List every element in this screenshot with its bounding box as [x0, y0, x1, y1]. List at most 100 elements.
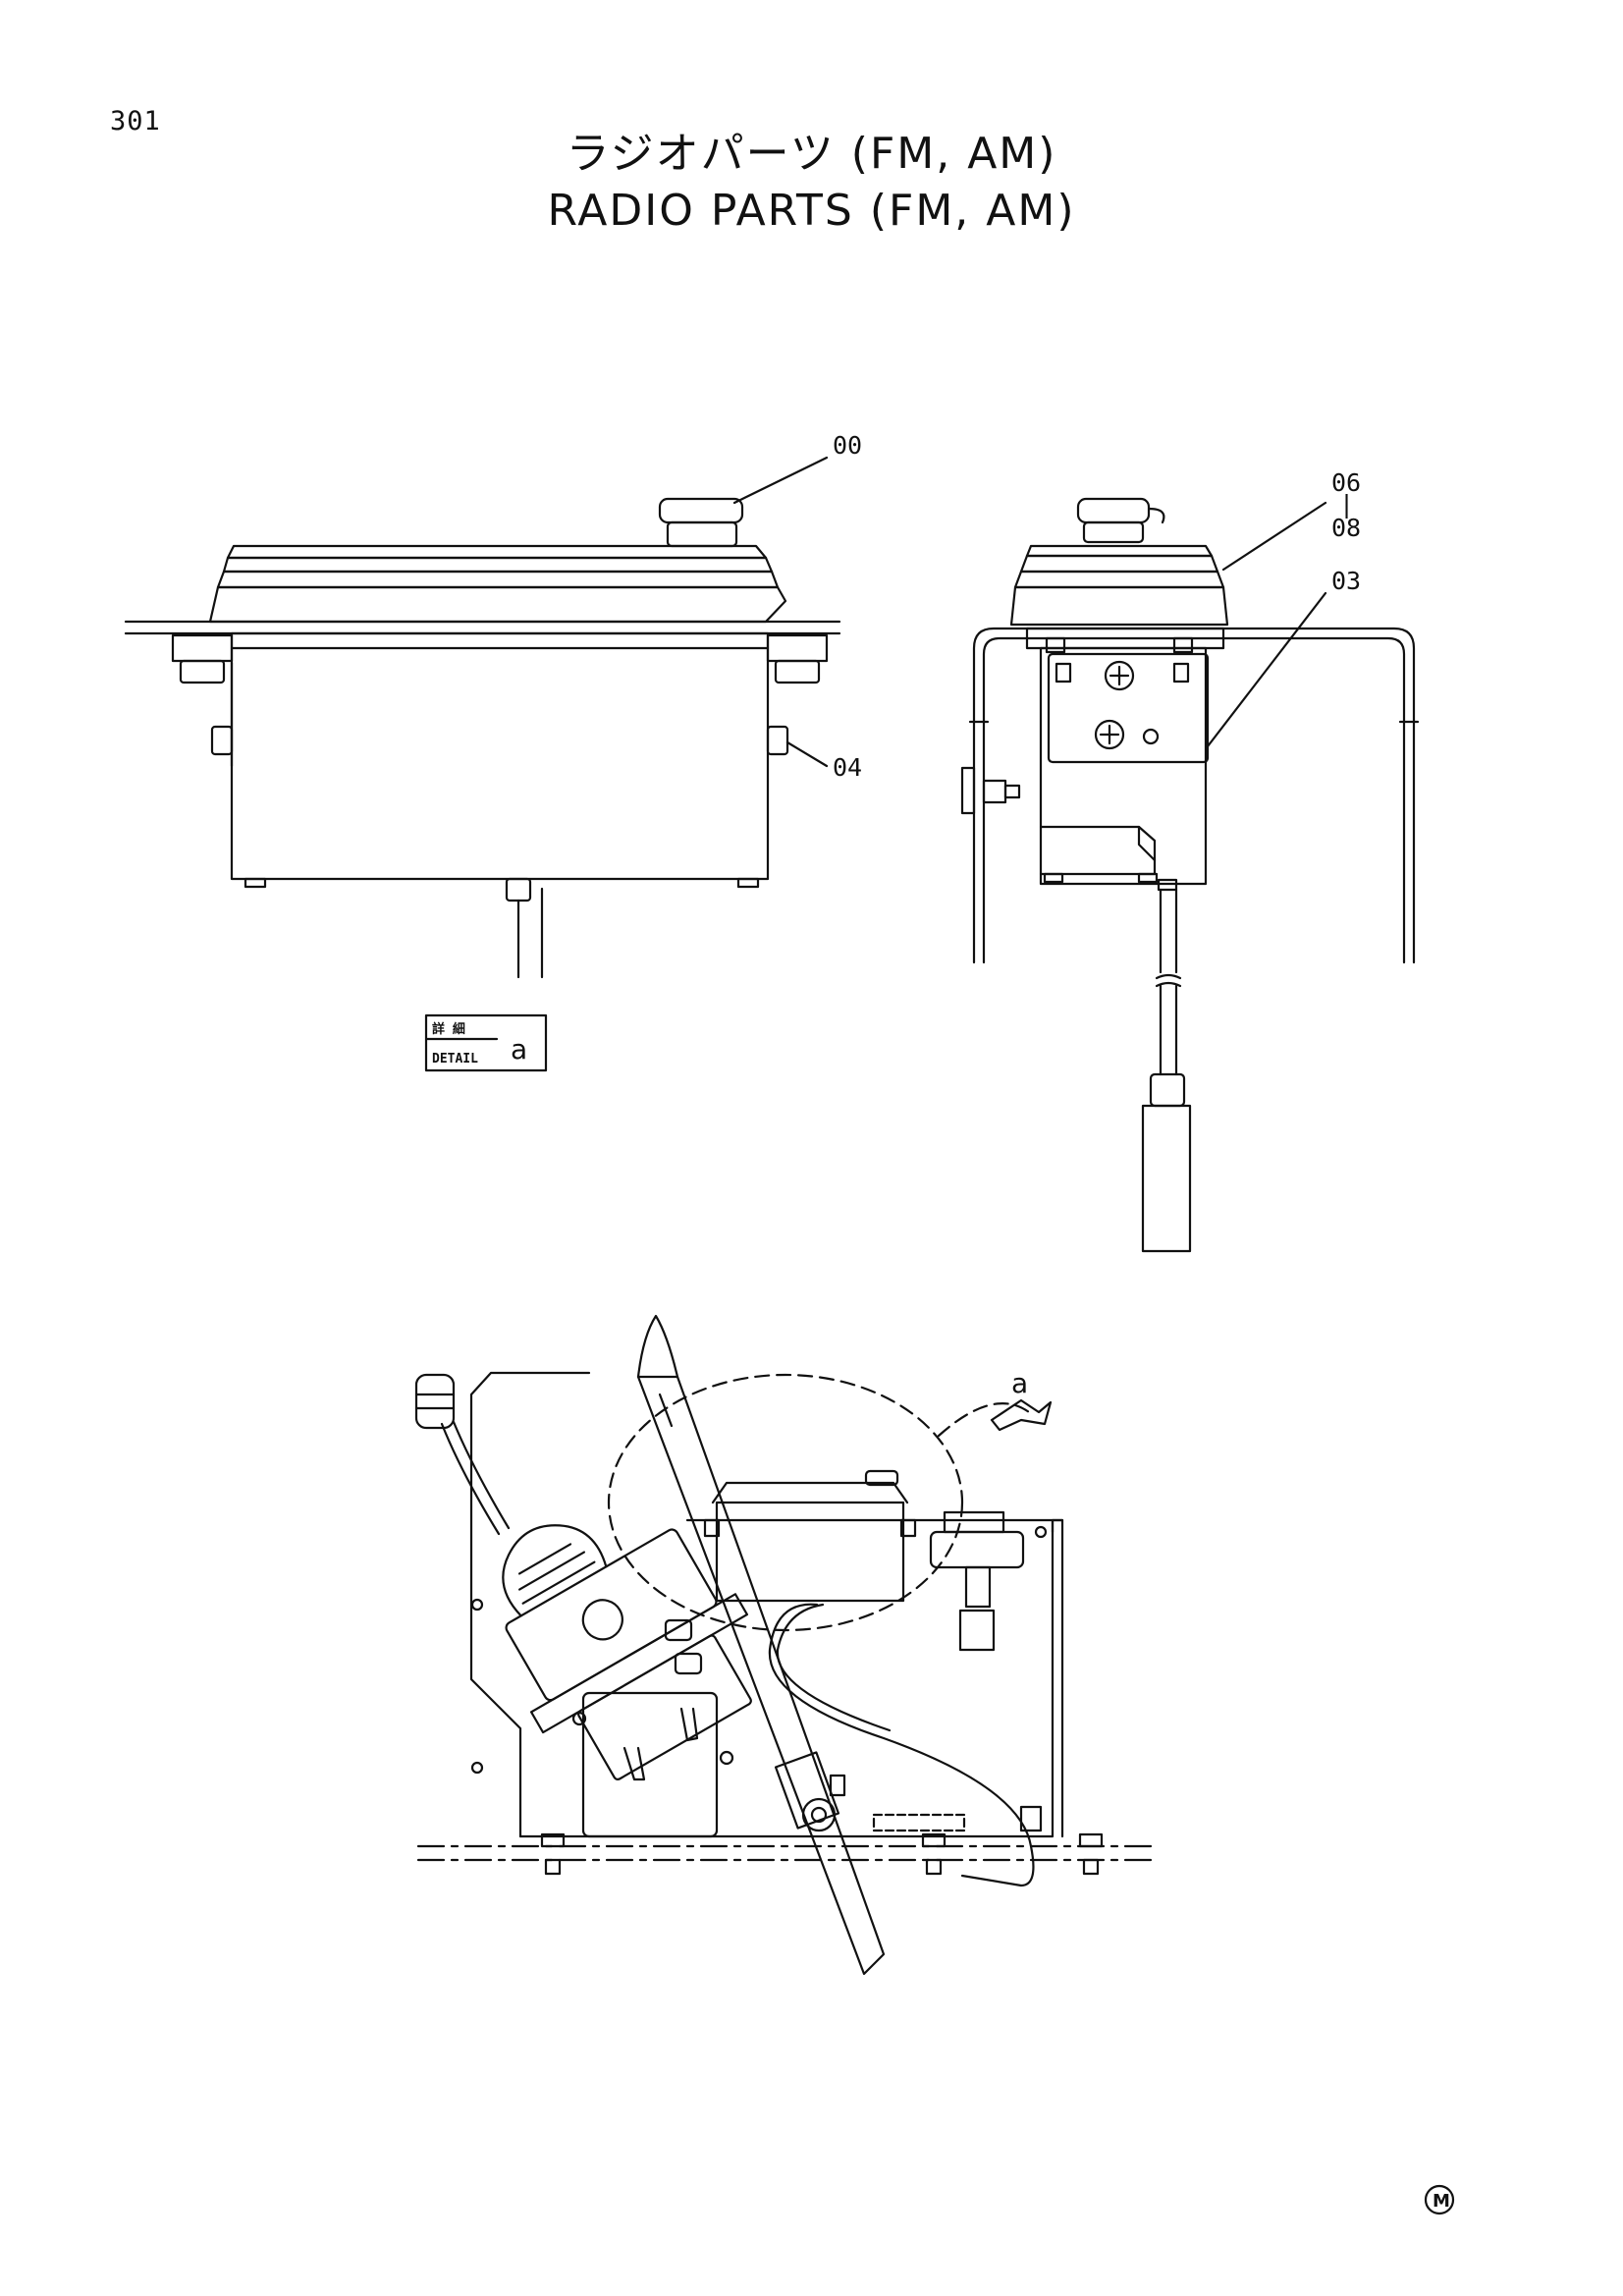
installed-radio-knob — [864, 1469, 899, 1487]
joystick-valve — [577, 1634, 752, 1781]
page-number: 301 — [110, 106, 161, 137]
side-nut — [982, 779, 1007, 804]
radio-side-view — [124, 456, 841, 979]
lever-clamp — [774, 1751, 840, 1830]
side-bolt-tip — [1003, 784, 1021, 799]
cable-break-1 — [1155, 973, 1182, 980]
title-english: RADIO PARTS (FM, AM) — [547, 186, 1076, 236]
front-clip-left — [1045, 636, 1066, 654]
joystick-boot — [502, 1524, 608, 1617]
fitting-1 — [664, 1618, 693, 1642]
front-clip-right — [1172, 636, 1194, 654]
front-step-fold — [1137, 825, 1157, 862]
radio-front-view — [960, 497, 1420, 1253]
screw-bottom-cross — [1099, 724, 1120, 745]
front-knob-cap — [1076, 497, 1151, 524]
floor-nut-2 — [925, 1858, 943, 1876]
front-cover-layer-1 — [1019, 554, 1219, 574]
joystick-port — [581, 1599, 623, 1641]
lever-pivot — [801, 1797, 837, 1832]
right-bolt — [766, 725, 789, 756]
radio-cable — [768, 1603, 1035, 1887]
detail-box-frame — [424, 1013, 548, 1072]
panel-hole-4 — [470, 1761, 484, 1775]
cover-layer-1 — [222, 556, 774, 574]
floor-bolt-3 — [1078, 1832, 1104, 1848]
cover-layer-2 — [216, 570, 780, 589]
console-top-edge — [685, 1518, 1064, 1534]
slot-left — [1055, 662, 1072, 683]
callout-06: 06 — [1331, 468, 1361, 497]
cable-gland — [505, 877, 532, 902]
panel-hole-5 — [1034, 1525, 1048, 1539]
leader-06 — [1221, 501, 1327, 572]
screw-top-cross — [1109, 665, 1130, 686]
floor-bolt-1 — [540, 1832, 566, 1848]
screw-hole — [1142, 728, 1160, 745]
side-washer — [960, 766, 976, 815]
callout-00: 00 — [833, 431, 862, 460]
leader-00 — [732, 456, 829, 505]
panel-hole-1 — [571, 1711, 587, 1726]
detail-leader-dashed — [937, 1402, 1031, 1438]
joystick-handle-shaft — [440, 1422, 501, 1536]
cable-connector-dashed — [872, 1813, 966, 1832]
corner-mark-letter: M — [1433, 2191, 1450, 2212]
callout-03: 03 — [1331, 567, 1361, 595]
front-body — [1039, 646, 1208, 886]
screw-bottom — [1094, 719, 1125, 750]
front-cable-gland — [1157, 878, 1178, 892]
floor-nut-3 — [1082, 1858, 1100, 1876]
fitting-4 — [679, 1707, 699, 1742]
console-outline-left — [469, 1371, 591, 1838]
front-plate — [1047, 652, 1210, 764]
joystick-housing — [505, 1528, 718, 1702]
installed-radio — [715, 1501, 905, 1603]
installation-view — [414, 1314, 1159, 1976]
control-lever — [636, 1375, 886, 1976]
joystick-handle-shaft-2 — [452, 1420, 511, 1530]
detail-marker-letter: a — [1011, 1367, 1028, 1399]
front-knob-clip — [1147, 507, 1165, 524]
lever-grip-top — [636, 1314, 679, 1379]
left-nut — [179, 659, 226, 684]
antenna-stem — [964, 1565, 992, 1609]
left-bracket — [171, 633, 234, 663]
floor-bolt-2 — [921, 1832, 947, 1848]
callout-range-dash: | — [1339, 490, 1354, 519]
callout-04: 04 — [833, 753, 862, 782]
detail-box-letter: a — [511, 1033, 527, 1066]
foot-2 — [736, 877, 760, 889]
installed-radio-bracket-r — [899, 1518, 917, 1538]
cover-top — [226, 544, 768, 560]
title-block: ラジオパーツ (FM, AM) RADIO PARTS (FM, AM) — [0, 126, 1623, 240]
leader-03 — [1206, 591, 1327, 748]
title-japanese: ラジオパーツ (FM, AM) — [566, 129, 1057, 179]
antenna-top — [943, 1510, 1005, 1534]
cable-break-2 — [1155, 981, 1182, 988]
installed-radio-bracket-l — [703, 1518, 721, 1538]
knob-base — [666, 520, 738, 548]
fitting-3 — [622, 1746, 646, 1781]
leader-04 — [785, 740, 829, 768]
cover-skirt — [208, 585, 787, 624]
detail-arrow-marker — [990, 1398, 1053, 1432]
inner-panel — [581, 1691, 719, 1838]
lever-collar — [658, 1393, 674, 1428]
detail-box-label: DETAIL — [432, 1052, 478, 1066]
front-foot-right — [1137, 872, 1159, 884]
cable-end-nut — [1019, 1805, 1043, 1832]
detail-box — [424, 1013, 548, 1072]
antenna-base — [958, 1609, 996, 1652]
detail-ellipse — [607, 1373, 964, 1632]
front-foot-left — [1043, 872, 1064, 884]
foot-1 — [243, 877, 267, 889]
panel-hole-2 — [719, 1750, 734, 1766]
fitting-2 — [674, 1652, 703, 1675]
front-cover-skirt — [1009, 585, 1229, 627]
radio-box-body — [230, 631, 770, 881]
joystick-block — [502, 1524, 752, 1781]
antenna-bracket — [929, 1530, 1025, 1569]
screw-top — [1104, 660, 1135, 691]
bracket-inner — [982, 636, 1406, 964]
